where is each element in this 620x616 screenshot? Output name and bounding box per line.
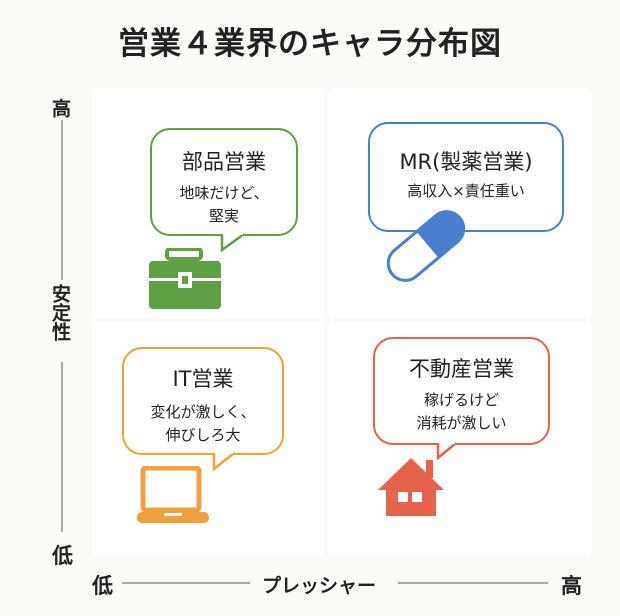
bubble-title: 部品営業 (182, 150, 266, 174)
pill-icon (386, 210, 466, 282)
bubble-tail (436, 441, 457, 461)
y-axis-line-upper (61, 120, 63, 280)
bubble-title: MR(製薬営業) (399, 150, 533, 174)
speech-bubble-parts-sales: 部品営業 地味だけど、 堅実 (150, 128, 298, 236)
x-axis-label: プレッシャー (262, 575, 377, 597)
x-axis-high-label: 高 (561, 574, 582, 598)
x-axis-line-right (398, 582, 548, 584)
bubble-desc-line: 稼げるけど (423, 391, 499, 409)
bubble-title: IT営業 (172, 367, 234, 391)
bubble-title: 不動産営業 (409, 357, 514, 381)
bubble-desc-line: 地味だけど、 (179, 184, 269, 202)
laptop-icon (137, 466, 209, 523)
page-title: 営業４業界のキャラ分布図 (118, 26, 502, 62)
y-axis-high-label: 高 (52, 98, 72, 120)
speech-bubble-mr: MR(製薬営業) 高収入×責任重い (368, 122, 564, 232)
speech-bubble-it-sales: IT営業 変化が激しく、 伸びしろ大 (122, 347, 284, 455)
bubble-desc-line: 変化が激しく、 (150, 403, 256, 421)
bubble-tail (220, 232, 245, 252)
y-axis-line-lower (61, 362, 63, 532)
briefcase-icon (149, 248, 221, 309)
speech-bubble-real-estate: 不動産営業 稼げるけど 消耗が激しい (373, 337, 550, 445)
x-axis-line-left (122, 582, 250, 584)
bubble-desc-line: 高収入×責任重い (407, 182, 525, 200)
bubble-tail (212, 451, 235, 471)
bubble-desc-line: 堅実 (208, 207, 239, 225)
house-icon (378, 458, 444, 516)
bubble-desc-line: 消耗が激しい (416, 414, 507, 432)
bubble-desc-line: 伸びしろ大 (165, 426, 241, 444)
y-axis-label: 安定性 (49, 284, 71, 341)
x-axis-low-label: 低 (92, 574, 113, 598)
y-axis-low-label: 低 (52, 544, 73, 568)
